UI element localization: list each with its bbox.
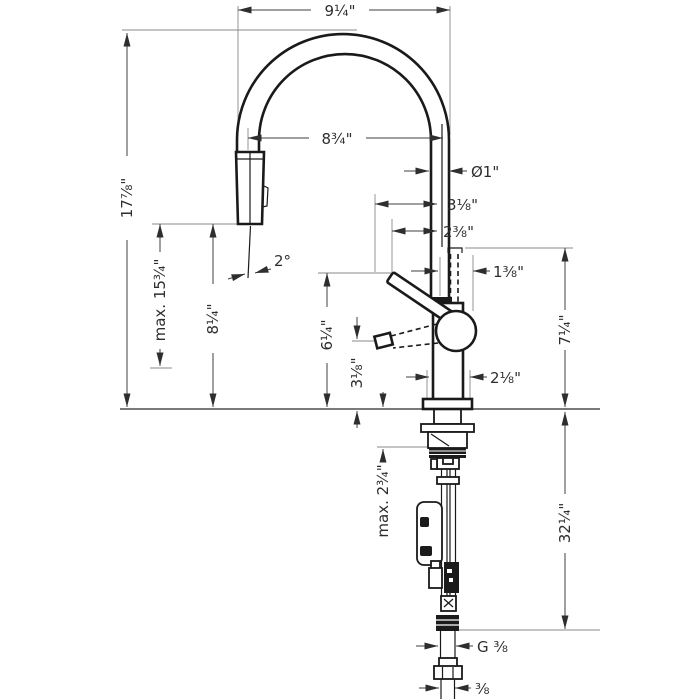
dim-max-counter-thickness-label: max. 2¾": [374, 464, 392, 537]
dim-thread-size-label: G ⅜: [477, 638, 508, 656]
dim-pipe-diameter-label: Ø1": [471, 163, 499, 181]
dim-max-hose-extension-label: max. 15¾": [151, 259, 169, 342]
handle-pivot: [434, 309, 478, 353]
spray-axis-line: [247, 225, 252, 279]
dim-spout-top-width-label: 9¼": [325, 2, 356, 20]
dim-supply-hose-length-label: 32¼": [556, 503, 574, 544]
spout-outer-arc: [235, 32, 451, 141]
spout-inner-arc: [257, 52, 433, 141]
dim-handle-clearance-label: 6¼": [318, 320, 336, 351]
dim-supply-connection-label: ⅜: [475, 680, 490, 698]
hose-exit-bracket: [447, 247, 463, 253]
dim-overall-height-label: 17⅞": [118, 178, 136, 219]
dim-handle-low-clearance-label: 3⅛": [348, 358, 366, 389]
handle-lowered-dashed: [392, 342, 439, 349]
base-flange: [421, 397, 474, 411]
faucet-outline: [234, 32, 478, 411]
dim-offset-hose-label: 1⅜": [493, 263, 524, 281]
dimensions: 9¼" 17⅞" 8¾" Ø1" 3⅛" 2⅜" 1⅜" 7¼" max. 15…: [118, 2, 574, 698]
handle-lowered-dashed: [390, 323, 438, 337]
dim-tilt-angle-label: 2°: [274, 252, 291, 270]
dim-base-diameter-label: 2⅛": [490, 369, 521, 387]
dim-offset-upper-label: 3⅛": [447, 196, 478, 214]
dim-offset-mid-label: 2⅜": [443, 223, 474, 241]
spray-trigger: [261, 185, 269, 208]
handle-lowered-end: [372, 331, 395, 350]
dim-spout-reach-label: 8¾": [322, 130, 353, 148]
dim-spray-head-height-label: 8¼": [204, 304, 222, 335]
dim-hose-exit-height-label: 7¼": [556, 315, 574, 346]
handle-socket: [431, 297, 452, 304]
reference-lines: [122, 6, 600, 631]
under-counter-assembly: [416, 408, 475, 699]
